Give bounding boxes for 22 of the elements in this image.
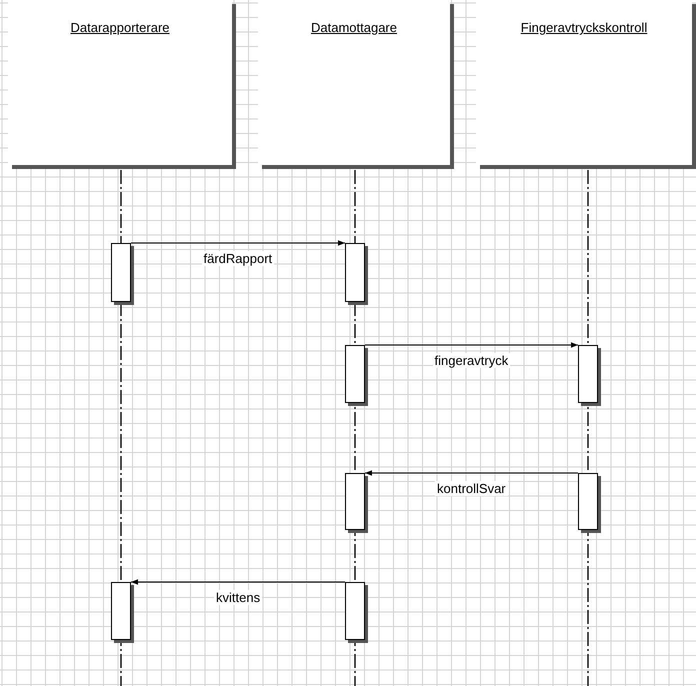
activation-bar: [345, 473, 365, 530]
lifeline-header-box: [8, 0, 232, 165]
message-label: kontrollSvar: [435, 481, 508, 496]
lifeline-header-box: [476, 0, 692, 165]
message-arrow: [130, 240, 346, 246]
participant-name: Fingeravtryckskontroll: [520, 20, 648, 35]
participant-name: Datamottagare: [310, 20, 398, 35]
activation-bar: [111, 582, 131, 640]
message-label: fingeravtryck: [432, 353, 510, 368]
message-label: kvittens: [214, 590, 262, 605]
activation-bar: [578, 473, 598, 530]
message-arrow: [130, 579, 346, 585]
activation-bar: [345, 243, 365, 302]
activation-bar: [345, 582, 365, 640]
activation-bar: [345, 345, 365, 403]
lifeline-header-box: [258, 0, 450, 165]
activation-bar: [578, 345, 598, 403]
message-arrow: [364, 342, 578, 348]
message-arrow: [364, 470, 578, 476]
participant-name: Datarapporterare: [70, 20, 170, 35]
message-label: färdRapport: [202, 251, 274, 266]
activation-bar: [111, 243, 131, 302]
